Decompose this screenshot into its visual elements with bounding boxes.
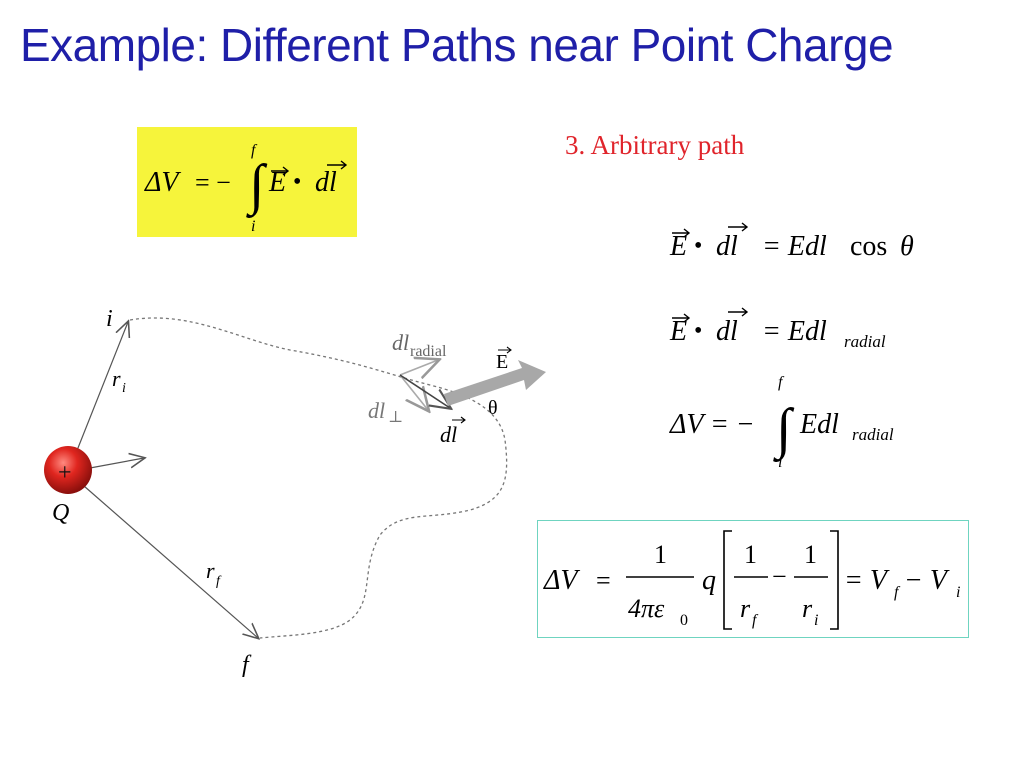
result-den-sub: 0 (680, 612, 688, 629)
eq3-rhs: Edl (799, 409, 839, 440)
result-minus2: − V (904, 565, 950, 596)
slide-title: Example: Different Paths near Point Char… (20, 19, 894, 71)
formula-dl: dl (315, 167, 337, 198)
vector-arrow-icon (327, 160, 348, 170)
eq2-rhs: = Edl (762, 316, 827, 347)
label-rf-sub: f (216, 574, 222, 589)
vector-field-direction (89, 458, 144, 469)
arbitrary-path-heading: 3. Arbitrary path (565, 130, 745, 160)
label-rf: r (206, 558, 215, 583)
vector-dl-radial (399, 360, 438, 375)
eq1-theta: θ (900, 231, 914, 262)
vector-dl (399, 374, 450, 408)
vector-arrow-icon (498, 346, 512, 354)
result-formula-svg: ΔV = 1 4πε 0 q 1 r f − 1 r i = V f − V i (543, 530, 960, 630)
vector-arrow-icon (728, 222, 749, 232)
eq1-dl: dl (716, 231, 738, 262)
result-num: 1 (654, 540, 667, 569)
formula-top-svg: ΔV = − ∫ f i E • dl (144, 142, 348, 235)
label-theta: θ (488, 397, 498, 419)
vector-rf (83, 485, 258, 638)
result-q: q (702, 565, 716, 596)
label-dl-perp: dl (368, 398, 385, 423)
formula-E: E (268, 167, 286, 198)
equation-dot-product-radial: E • dl = Edl radial (669, 307, 886, 351)
label-dl-radial: dl (392, 330, 409, 355)
vector-arrow-icon (672, 313, 691, 323)
equation-dot-product-cos: E • dl = Edl cos θ (669, 222, 914, 262)
integral-sign: ∫ (773, 398, 795, 463)
label-dl: dl (440, 422, 457, 447)
result-formula-box: ΔV = 1 4πε 0 q 1 r f − 1 r i = V f − V i (537, 520, 969, 638)
formula-delta-v: ΔV (144, 167, 181, 198)
formula-dot: • (293, 169, 301, 195)
integral-sign: ∫ (246, 154, 268, 219)
result-lhs: ΔV (543, 565, 580, 596)
label-dl-radial-sub: radial (410, 343, 447, 360)
frac2-den: r (802, 594, 813, 623)
vector-dl-perp (399, 374, 428, 410)
label-ri-sub: i (122, 381, 126, 396)
potential-difference-formula: ΔV = − ∫ f i E • dl (137, 127, 357, 237)
charge-sign: + (58, 460, 72, 486)
result-eq: = (596, 566, 611, 595)
formula-equals-minus: = − (195, 168, 231, 197)
equation-potential-integral: ΔV = − ∫ f i Edl radial (669, 374, 894, 471)
eq2-dl: dl (716, 316, 738, 347)
eq3-sub: radial (852, 425, 894, 444)
path-diagram: + i r i Q r f f dl radial dl ⊥ dl E θ (44, 306, 546, 678)
label-Q: Q (52, 500, 69, 526)
vf-sub: f (894, 584, 901, 601)
result-den: 4πε (628, 594, 665, 623)
left-bracket (723, 530, 732, 630)
result-minus: − (772, 562, 787, 591)
label-E: E (496, 351, 508, 373)
label-dl-perp-sub: ⊥ (388, 409, 403, 426)
eq1-E: E (669, 231, 687, 262)
integral-upper: f (251, 142, 258, 159)
label-f: f (242, 652, 252, 678)
vi-sub: i (956, 584, 960, 601)
dashed-path (129, 317, 508, 639)
vector-arrow-icon (271, 166, 290, 176)
frac2-num: 1 (804, 540, 817, 569)
label-ri: r (112, 366, 121, 391)
result-eq2: = V (844, 565, 890, 596)
vector-arrow-icon (452, 416, 466, 424)
field-arrow-icon (444, 360, 546, 406)
eq2-E: E (669, 316, 687, 347)
label-i: i (106, 306, 113, 332)
vector-ri (73, 322, 128, 459)
eq1-cos: cos (850, 231, 887, 262)
frac1-num: 1 (744, 540, 757, 569)
eq1-rhs: = Edl (762, 231, 827, 262)
frac1-den: r (740, 594, 751, 623)
eq2-dot: • (694, 318, 702, 344)
eq3-lower: i (778, 454, 782, 471)
vector-arrow-icon (728, 307, 749, 317)
vector-arrow-icon (672, 228, 691, 238)
eq3-lhs: ΔV = − (669, 409, 755, 440)
equations-svg: E • dl = Edl cos θ E • dl = Edl radial Δ… (669, 222, 914, 471)
frac2-den-sub: i (814, 612, 818, 629)
point-charge (44, 446, 92, 494)
eq3-upper: f (778, 374, 785, 391)
eq2-sub: radial (844, 332, 886, 351)
eq1-dot: • (694, 233, 702, 259)
frac1-den-sub: f (752, 612, 759, 629)
right-bracket (830, 530, 839, 630)
integral-lower: i (251, 218, 255, 235)
